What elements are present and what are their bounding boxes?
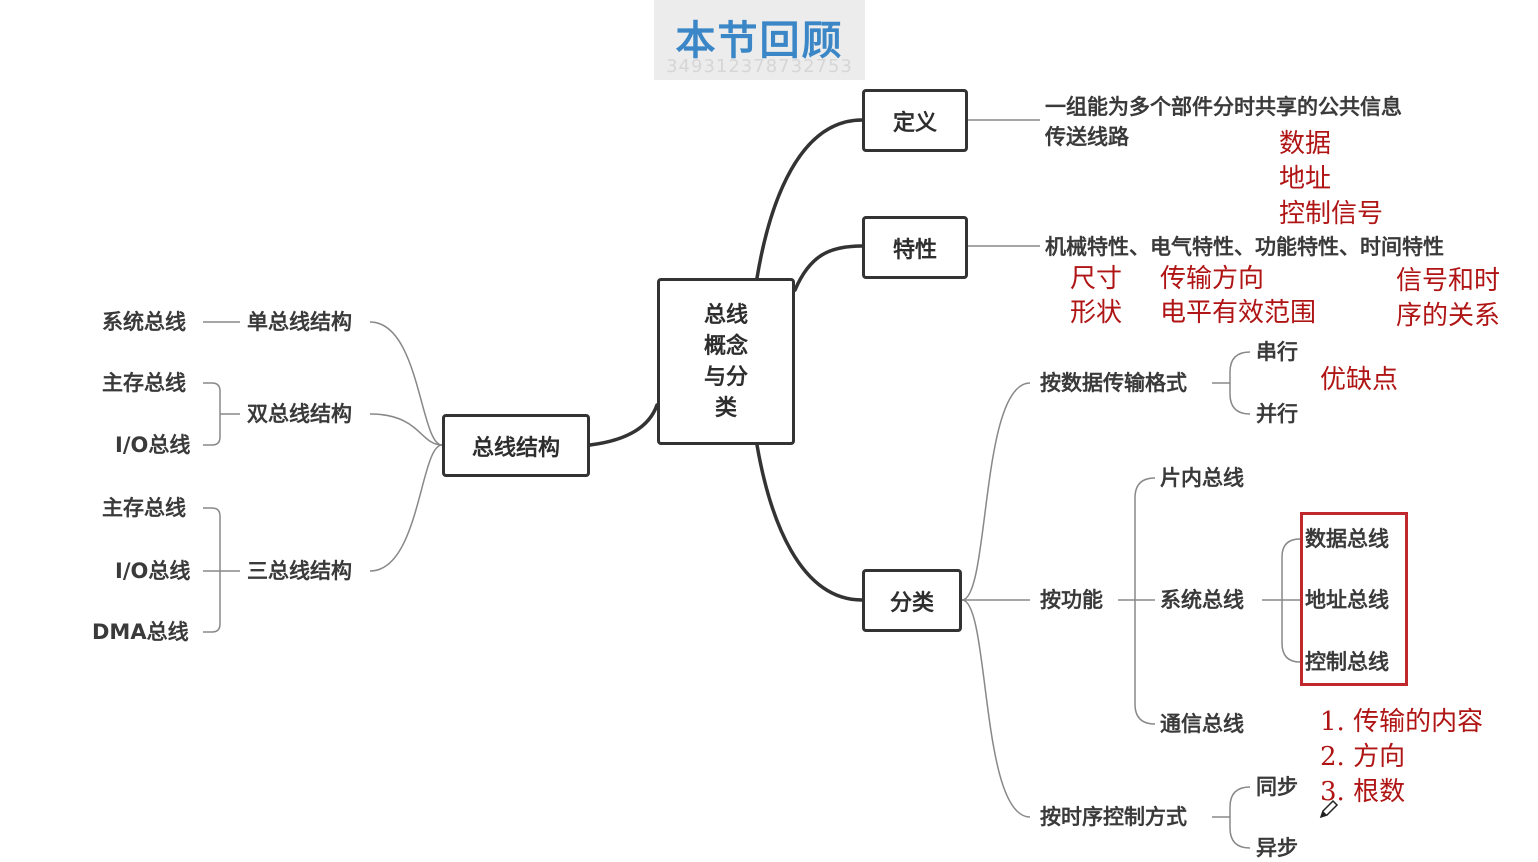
system-control-bus: 控制总线 bbox=[1305, 650, 1389, 674]
definition-text: 一组能为多个部件分时共享的公共信息 传送线路 bbox=[1045, 95, 1402, 149]
node-property: 特性 bbox=[862, 216, 968, 279]
annotation-timing-2: 序的关系 bbox=[1396, 301, 1501, 331]
watermark: 349312378732753 bbox=[666, 56, 853, 77]
annotation-shape: 形状 bbox=[1070, 298, 1123, 328]
triple-io-bus: I/O总线 bbox=[115, 559, 191, 583]
page-title: 本节回顾 bbox=[675, 18, 844, 64]
branch-property bbox=[793, 244, 864, 292]
annotation-data: 数据 bbox=[1279, 129, 1332, 159]
timing-async: 异步 bbox=[1256, 836, 1298, 860]
annotation-level-range: 电平有效范围 bbox=[1160, 298, 1317, 328]
class-by-function: 按功能 bbox=[1040, 588, 1103, 612]
node-classification: 分类 bbox=[862, 569, 962, 632]
title-banner: 本节回顾 349312378732753 bbox=[654, 0, 865, 80]
timing-sync: 同步 bbox=[1256, 775, 1298, 799]
branch-bus-structure bbox=[588, 403, 659, 447]
triple-dma-bus: DMA总线 bbox=[92, 620, 189, 644]
pencil-cursor-icon bbox=[1319, 799, 1339, 819]
function-system-bus: 系统总线 bbox=[1160, 588, 1244, 612]
structure-triple: 三总线结构 bbox=[247, 559, 352, 583]
property-text: 机械特性、电气特性、功能特性、时间特性 bbox=[1045, 235, 1444, 259]
annotation-address: 地址 bbox=[1279, 164, 1332, 194]
dual-main-memory-bus: 主存总线 bbox=[102, 371, 186, 395]
system-address-bus: 地址总线 bbox=[1305, 588, 1389, 612]
annotation-size: 尺寸 bbox=[1070, 264, 1123, 294]
node-definition: 定义 bbox=[862, 89, 968, 152]
branch-definition bbox=[755, 118, 864, 280]
annotation-timing-1: 信号和时 bbox=[1396, 266, 1501, 296]
node-bus-structure: 总线结构 bbox=[442, 414, 590, 477]
structure-single: 单总线结构 bbox=[247, 310, 352, 334]
class-by-format: 按数据传输格式 bbox=[1040, 371, 1187, 395]
dual-io-bus: I/O总线 bbox=[115, 433, 191, 457]
annotation-comm-1: 1. 传输的内容 bbox=[1320, 707, 1484, 737]
highlight-box bbox=[1300, 512, 1408, 686]
triple-main-memory-bus: 主存总线 bbox=[102, 496, 186, 520]
format-parallel: 并行 bbox=[1256, 402, 1298, 426]
system-data-bus: 数据总线 bbox=[1305, 527, 1389, 551]
annotation-direction: 传输方向 bbox=[1160, 264, 1265, 294]
format-serial: 串行 bbox=[1256, 340, 1298, 364]
annotation-control-signal: 控制信号 bbox=[1279, 199, 1384, 229]
annotation-comm-2: 2. 方向 bbox=[1320, 742, 1406, 772]
class-by-timing: 按时序控制方式 bbox=[1040, 805, 1187, 829]
function-comm-bus: 通信总线 bbox=[1160, 712, 1244, 736]
function-onchip-bus: 片内总线 bbox=[1160, 466, 1244, 490]
branch-classification bbox=[755, 443, 864, 602]
structure-single-system-bus: 系统总线 bbox=[102, 310, 186, 334]
center-node: 总线 概念 与分 类 bbox=[657, 278, 795, 445]
annotation-pros-cons: 优缺点 bbox=[1320, 365, 1399, 395]
structure-dual: 双总线结构 bbox=[247, 402, 352, 426]
